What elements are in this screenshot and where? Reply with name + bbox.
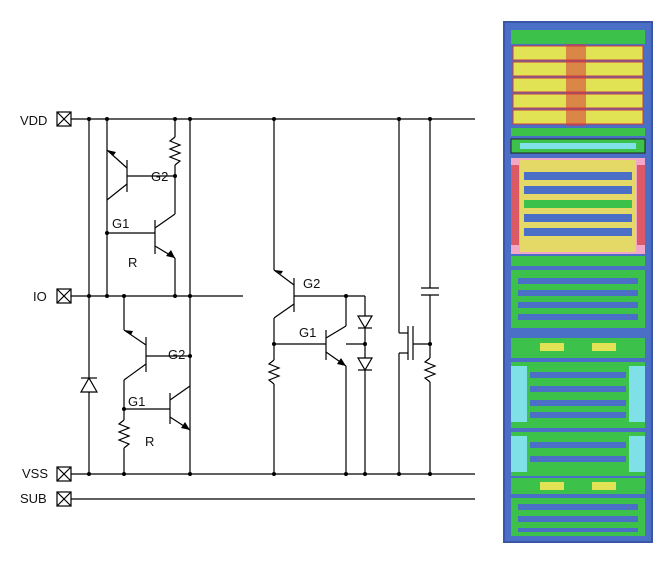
io-pin-label: IO [33, 289, 47, 304]
esd-diode-left [79, 119, 99, 474]
vss-pin-label: VSS [22, 466, 48, 481]
layout-lower-block-3 [511, 432, 645, 494]
layout-lower-block-2 [511, 338, 645, 428]
vdd-pin-label: VDD [20, 113, 47, 128]
upper-r-label: R [128, 255, 137, 270]
upper-g1-label: G1 [112, 216, 129, 231]
upper-g2-label: G2 [151, 169, 168, 184]
vdd-pad-icon [56, 111, 72, 127]
layout-middle-block [511, 158, 645, 266]
esd-schematic: VDD IO VSS SUB [20, 111, 475, 507]
vss-pad-icon [56, 466, 72, 482]
lower-scr [117, 294, 192, 476]
rc-network [421, 117, 439, 476]
lower-g1-label: G1 [128, 394, 145, 409]
trigger-circuit [267, 117, 374, 476]
layout-bottom-block [511, 498, 645, 536]
layout-lower-block-1 [511, 270, 645, 328]
mos-transistor [397, 117, 430, 476]
sub-pad-icon [56, 491, 72, 507]
upper-scr [105, 117, 192, 298]
lower-r-label: R [145, 434, 154, 449]
sub-pin-label: SUB [20, 491, 47, 506]
trigger-g2-label: G2 [303, 276, 320, 291]
trigger-g1-label: G1 [299, 325, 316, 340]
layout-top-block [510, 30, 646, 154]
lower-g2-label: G2 [168, 347, 185, 362]
io-pad-icon [56, 288, 72, 304]
